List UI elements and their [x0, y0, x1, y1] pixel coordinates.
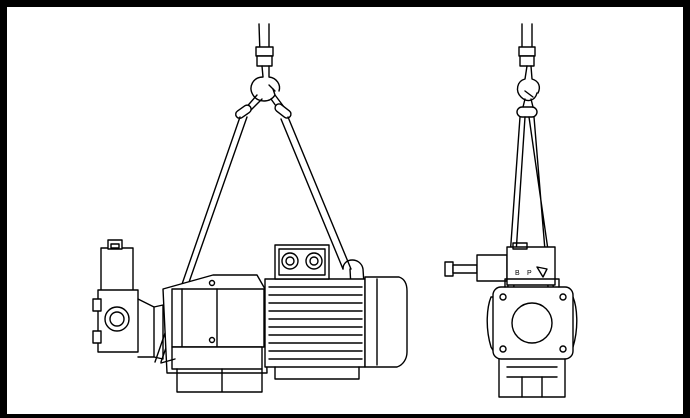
- side-view: [93, 24, 407, 392]
- lifting-hook-icon: [251, 24, 279, 101]
- end-view: B P: [445, 24, 577, 397]
- pump-icon: [93, 240, 163, 359]
- svg-text:P: P: [527, 270, 532, 277]
- motor-icon: [265, 245, 407, 379]
- svg-text:B: B: [515, 270, 520, 277]
- motor-end-flange: [487, 279, 577, 397]
- lifting-hook-icon: [518, 24, 540, 100]
- adapter-housing: [161, 275, 267, 392]
- lifting-illustration: B P: [7, 7, 683, 414]
